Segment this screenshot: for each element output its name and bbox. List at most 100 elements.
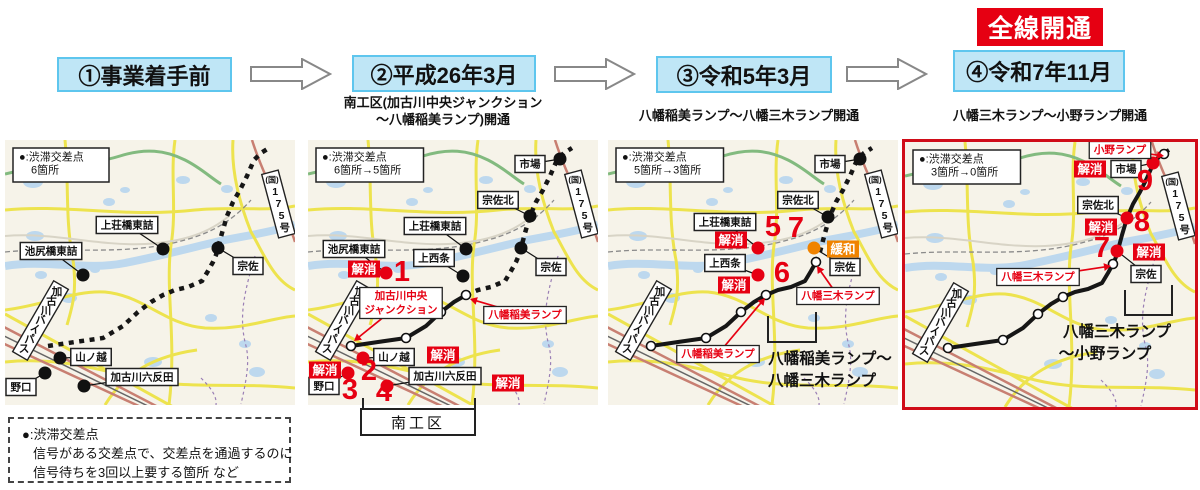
- lake: [706, 198, 718, 206]
- ramp-label-box: [796, 286, 880, 306]
- diagonal-road-label-char: (国): [568, 175, 582, 185]
- congestion-dot: [53, 351, 67, 365]
- diagonal-road-label-char: パ: [327, 334, 338, 346]
- diagonal-road-label-char: (国): [868, 175, 882, 185]
- road-yellow: [470, 140, 480, 405]
- road-gray: [5, 215, 230, 246]
- intersection-label: 池尻橋東詰: [328, 243, 381, 256]
- badge-label: 解消: [430, 348, 456, 363]
- lake: [638, 271, 650, 279]
- intersection-label-box: [5, 377, 37, 397]
- diagonal-road-label-char: 5: [1179, 212, 1185, 224]
- intersection-label: 宗佐北: [782, 194, 814, 207]
- lake: [205, 314, 217, 322]
- road-yellow: [167, 140, 177, 405]
- pointer-arrow-head: [470, 297, 478, 305]
- ramp-marker: [700, 332, 712, 344]
- lake: [423, 187, 433, 193]
- road-yellow: [1067, 142, 1077, 407]
- boundary-line: [503, 377, 520, 405]
- boundary-line: [543, 255, 559, 405]
- stage-4-subtitle: 八幡三木ランプ～小野ランプ開通: [905, 107, 1195, 124]
- ramp-label-box: [676, 344, 760, 364]
- intersection-label-box: [1110, 159, 1142, 179]
- lake: [1003, 200, 1015, 208]
- diagonal-road-label-char: イ: [930, 326, 941, 338]
- intersection-label-box: [403, 216, 467, 236]
- lake: [824, 185, 836, 193]
- diagonal-road-label-char: 古: [649, 295, 660, 308]
- stage-1-map: 加古川バイパス(国)175号上荘橋東詰池尻橋東詰宗佐山ノ越加古川六反田野口●:渋…: [5, 140, 295, 405]
- intersection-label-box: [408, 366, 482, 386]
- map-legend-box: [315, 147, 425, 183]
- sequence-number: 3: [342, 374, 358, 405]
- map-legend-line2: 6箇所: [31, 163, 59, 177]
- sequence-number: 9: [1137, 165, 1153, 197]
- diagonal-road-label-char: 川: [643, 305, 655, 317]
- diagonal-road-label-char: イ: [333, 324, 344, 336]
- congestion-dot: [211, 241, 225, 255]
- stage-2-subtitle-line1: 南工区(加古川中央ジャンクション: [343, 95, 543, 110]
- congestion-dot: [459, 242, 473, 256]
- pointer-arrow-head: [354, 333, 362, 341]
- ramp-marker: [735, 306, 747, 318]
- badge-label: 解消: [1077, 162, 1103, 177]
- lake: [90, 267, 100, 273]
- full-opening-banner: 全線開通: [977, 8, 1103, 46]
- south-section-tick-right: [474, 398, 476, 409]
- intersection-label-box: [232, 256, 264, 276]
- intersection-label: 上荘橋東詰: [101, 219, 154, 232]
- planned-route-dotted: [465, 146, 574, 298]
- lake: [249, 367, 265, 377]
- congestion-dot: [853, 152, 867, 166]
- stage-4-map: 加古川バイパス(国)175号市場宗佐北宗佐小野ランプ八幡三木ランプ解消解消解消9…: [905, 142, 1195, 407]
- ramp-label: 八幡三木ランプ: [1000, 270, 1075, 283]
- diagonal-road-label-char: 7: [275, 198, 281, 210]
- stage-3-subtitle: 八幡稲美ランプ～八幡三木ランプ開通: [606, 107, 892, 124]
- intersection-label: 宗佐北: [482, 194, 514, 207]
- intersection-label-box: [1077, 195, 1119, 215]
- lake: [693, 267, 703, 273]
- congestion-dot: [514, 241, 528, 255]
- diagonal-road-label-box: [1160, 171, 1195, 241]
- congestion-dot: [553, 152, 567, 166]
- stage-2-map-panel: 加古川バイパス(国)175号市場宗佐北上荘橋東詰池尻橋東詰上西条宗佐山ノ越加古川…: [308, 140, 598, 405]
- ramp-label: ジャンクション: [365, 304, 438, 316]
- intersection-label-box: [777, 190, 819, 210]
- intersection-label-box: [413, 248, 455, 268]
- resolved-badge: [1133, 243, 1165, 261]
- resolved-dot: [1110, 244, 1124, 258]
- diagonal-road-label-char: 1: [272, 186, 278, 198]
- river: [608, 221, 898, 270]
- south-section-box: 南工区: [360, 408, 476, 436]
- resolved-badge: [1085, 218, 1117, 236]
- ramp-marker: [810, 256, 822, 268]
- diagonal-road-label-char: イ: [30, 324, 41, 336]
- lake: [1076, 178, 1090, 186]
- road-gray: [308, 215, 533, 246]
- road-yellow: [905, 361, 1195, 392]
- diagonal-road-label-box: [11, 279, 70, 362]
- intersection-label: 宗佐: [238, 260, 259, 273]
- lake: [1149, 369, 1165, 379]
- diagonal-road-label-char: 1: [575, 186, 581, 198]
- diagonal-road-label-char: 7: [1175, 200, 1181, 212]
- diagonal-road-label-char: 加: [654, 285, 666, 298]
- railway-line: [905, 201, 1152, 255]
- resolved-dot: [356, 351, 370, 365]
- sequence-number: 7: [788, 212, 804, 244]
- pointer-arrow-head: [1156, 151, 1164, 160]
- lake: [103, 198, 115, 206]
- ramp-marker: [1057, 291, 1069, 303]
- intersection-label-box: [814, 154, 846, 174]
- ramp-label-box: [483, 305, 567, 325]
- intersection-label: 加古川六反田: [110, 371, 174, 384]
- stage-3-label: ③令和5年3月: [676, 63, 812, 89]
- intersection-label-box: [95, 215, 159, 235]
- section-range-text: 八幡稲美ランプ～: [767, 349, 892, 368]
- resolved-dot: [379, 266, 393, 280]
- boundary-line: [1140, 257, 1156, 407]
- river: [905, 223, 1195, 272]
